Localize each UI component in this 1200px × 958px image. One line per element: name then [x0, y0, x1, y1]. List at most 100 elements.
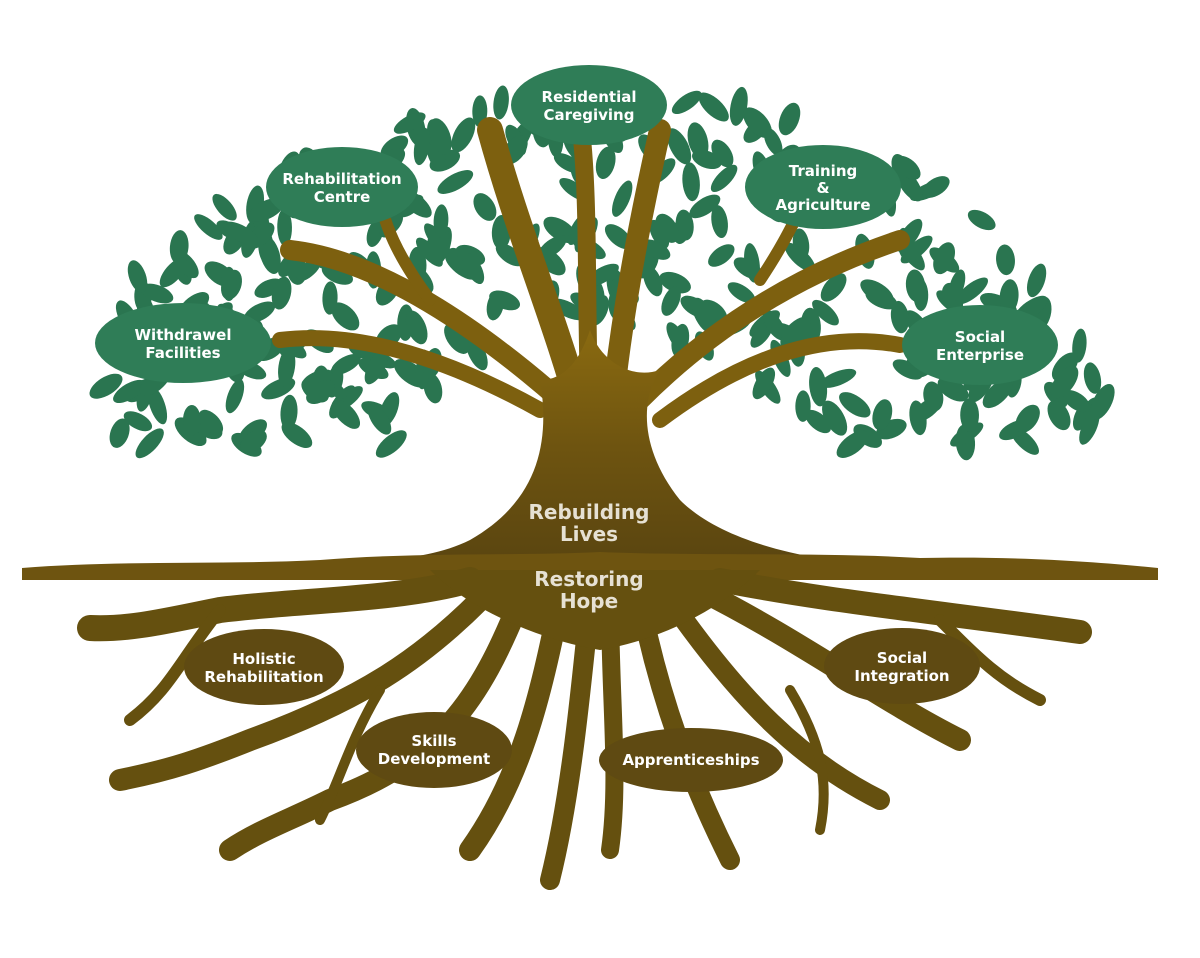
leaf: [1051, 352, 1079, 382]
node-label: Holistic: [232, 650, 295, 668]
node-label: Rehabilitation: [282, 170, 401, 188]
node-social-enterprise: Social Enterprise: [902, 305, 1058, 385]
node-training-agriculture: Training & Agriculture: [745, 145, 901, 229]
center-line: Hope: [560, 589, 618, 613]
leaf: [999, 279, 1019, 314]
leaf: [375, 430, 407, 458]
leaf: [682, 162, 700, 202]
leaf: [892, 359, 923, 380]
leaf: [259, 235, 281, 274]
leaf: [691, 297, 717, 334]
leaf: [159, 257, 187, 288]
leaf: [271, 276, 292, 310]
node-label: Residential: [542, 88, 637, 106]
leaf: [711, 205, 728, 239]
leaf: [923, 381, 944, 412]
node-social-integration: Social Integration: [824, 628, 980, 704]
leaf: [277, 208, 292, 246]
leaf: [194, 214, 223, 240]
root: [77, 567, 483, 642]
leaf: [655, 213, 679, 243]
leaf: [465, 335, 488, 371]
node-skills-development: Skills Development: [356, 712, 512, 788]
leaf: [306, 380, 335, 405]
branch: [630, 230, 910, 410]
leaf: [429, 118, 452, 155]
leaf: [302, 369, 333, 388]
leaf: [743, 107, 772, 138]
leaf: [135, 428, 164, 459]
leaf: [661, 286, 681, 316]
leaf: [822, 400, 848, 436]
leaf: [367, 403, 392, 435]
leaf: [331, 399, 361, 429]
leaf: [604, 224, 633, 250]
leaf: [281, 422, 313, 448]
leaf: [123, 411, 153, 432]
leaf: [182, 404, 201, 436]
leaf: [240, 429, 267, 454]
leaf: [872, 399, 893, 431]
leaf: [960, 398, 979, 432]
center-line: Lives: [560, 522, 618, 546]
node-label: Rehabilitation: [204, 668, 323, 686]
leaf: [331, 353, 361, 375]
node-label: Social: [955, 328, 1005, 346]
leaf: [643, 265, 663, 297]
root: [109, 589, 491, 791]
leaf: [141, 283, 174, 304]
leaf: [780, 316, 811, 349]
leaf: [795, 390, 811, 422]
leaf: [463, 252, 485, 285]
center-message: Rebuilding Lives Restoring Hope: [529, 500, 650, 613]
node-holistic-rehabilitation: Holistic Rehabilitation: [184, 629, 344, 705]
leaf: [553, 153, 582, 173]
leaf: [486, 290, 504, 321]
leaf: [413, 127, 430, 166]
root: [124, 604, 226, 726]
leaf: [612, 180, 633, 217]
leaf: [727, 282, 756, 304]
leaf: [89, 373, 123, 399]
leaf: [667, 128, 692, 165]
center-line: Restoring: [534, 567, 643, 591]
root: [934, 614, 1046, 706]
node-label: Apprenticeships: [622, 751, 759, 769]
leaf: [982, 379, 1013, 409]
node-label: Social: [877, 649, 927, 667]
leaf: [641, 239, 671, 260]
leaf: [444, 323, 470, 354]
leaf: [711, 139, 734, 168]
leaf: [1090, 383, 1115, 420]
leaf: [495, 243, 524, 267]
trunk: [330, 330, 880, 565]
node-rehabilitation-centre: Rehabilitation Centre: [266, 147, 418, 227]
root: [660, 590, 890, 810]
root: [708, 568, 1092, 644]
leaf: [331, 302, 360, 331]
leaf: [896, 168, 923, 202]
leaf: [109, 418, 130, 448]
leaf: [147, 386, 168, 425]
leaf: [698, 92, 729, 122]
node-label: Caregiving: [544, 106, 635, 124]
node-label: Skills: [411, 732, 456, 750]
leaf: [364, 348, 389, 385]
leaf: [967, 209, 996, 231]
leaf: [809, 367, 828, 407]
root: [219, 589, 531, 861]
root: [785, 685, 829, 835]
leaf: [366, 218, 385, 247]
branch: [652, 333, 908, 428]
leaf: [1047, 400, 1071, 431]
branch: [272, 330, 548, 418]
leaf: [933, 242, 956, 275]
leaf: [955, 277, 989, 305]
leaf: [1062, 390, 1090, 413]
leaf: [595, 146, 616, 179]
leaf: [752, 367, 776, 400]
leaf: [805, 409, 831, 434]
leaf: [649, 219, 670, 249]
leaf: [221, 266, 237, 302]
